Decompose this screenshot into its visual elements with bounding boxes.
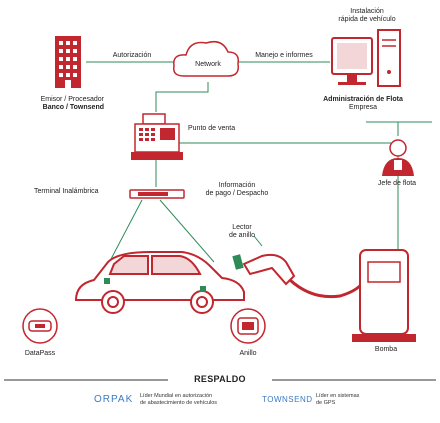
payment-info-line1: Información [218,182,256,189]
car-icon [74,251,245,314]
ring-label: Anillo [239,350,257,357]
pos-label: Punto de venta [188,125,236,132]
fleet-admin-label-line1: Administración de Flota [323,96,403,103]
townsend-description-line2: de GPS [316,399,336,406]
orpak-description-line2: de abastecimiento de vehículos [140,399,218,406]
fleet-admin-label-line2: Empresa [348,104,377,111]
cash-register-icon [131,113,183,160]
footer-title: RESPALDO [194,374,246,384]
network-label: Network [195,61,221,68]
fleet-admin-label: Administración de Flota Empresa [310,96,416,112]
orpak-description: Líder Mundial en autorización de abastec… [140,393,217,406]
orpak-logo: ORPAK [94,394,134,405]
issuer-label-line1: Emisor / Procesador [40,96,104,103]
townsend-description-line1: Líder en sistemas [316,393,360,399]
install-label: Instalación rápida de vehículo [322,8,412,24]
connector-lines [86,61,432,281]
edge-reader-label [253,235,263,247]
fuel-nozzle-icon [232,253,366,299]
person-icon [382,139,414,176]
authorization-edge-label: Autorización [112,52,152,59]
townsend-logo: TOWNSEND [262,395,313,404]
issuer-label-line2: Banco / Townsend [42,104,104,111]
datapass-icon [22,308,58,344]
cloud-icon [172,40,240,77]
computer-icon [331,29,401,87]
payment-info-label: Información de pago / Despacho [192,182,282,198]
wireless-terminal-label: Terminal Inalámbrica [34,188,99,195]
management-edge-label: Manejo e informes [255,52,313,59]
ring-reader-label: Lector de anillo [222,224,262,240]
wireless-terminal-icon [129,189,185,199]
edge-terminal-car [159,199,215,263]
car-ring-dot [200,286,206,292]
fleet-manager-label: Jefe de flota [377,180,417,187]
ring-reader-line2: de anillo [228,232,256,239]
payment-info-line2: de pago / Despacho [205,190,269,197]
install-label-line2: rápida de vehículo [338,16,396,23]
building-icon [55,36,81,88]
install-label-line1: Instalación [350,8,384,15]
townsend-description: Líder en sistemas de GPS [316,393,359,406]
issuer-label: Emisor / Procesador Banco / Townsend [4,96,104,112]
edge-network-pos [155,82,209,112]
fuel-pump-icon [352,249,416,342]
pump-label: Bomba [374,346,398,353]
ring-icon [230,308,266,344]
orpak-description-line1: Líder Mundial en autorización [140,393,213,399]
car-datapass-dot [104,278,110,284]
ring-reader-line1: Lector [232,224,252,231]
datapass-label: DataPass [24,350,56,357]
